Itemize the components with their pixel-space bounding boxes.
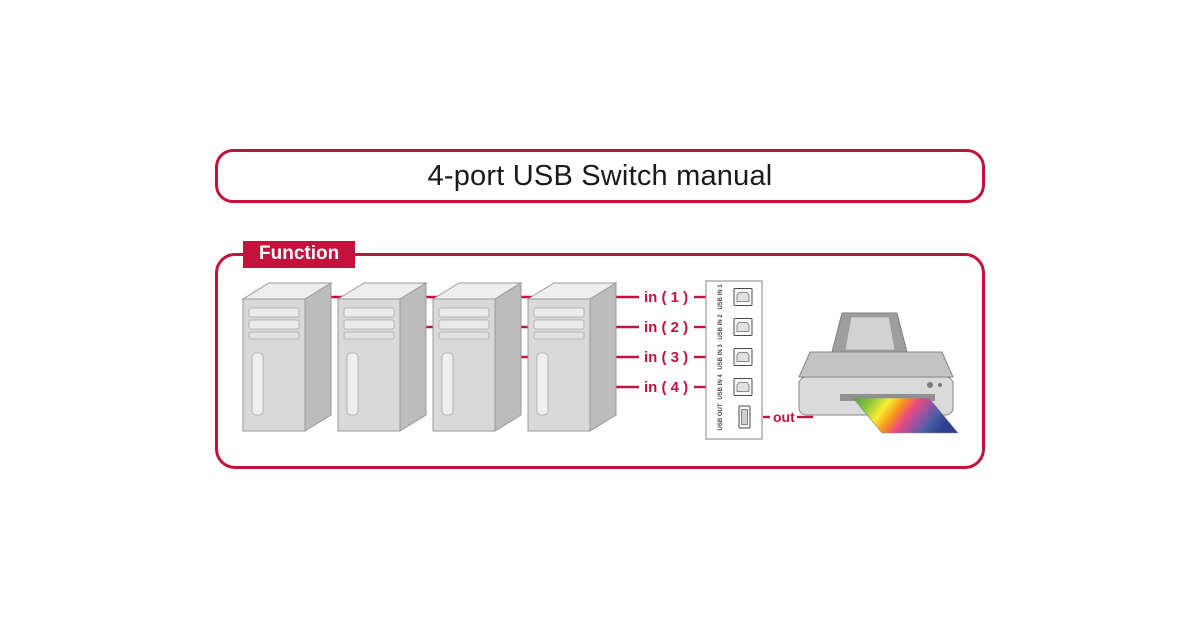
function-label: Function (243, 241, 356, 268)
computer-tower-icon-3 (432, 282, 522, 432)
usb-in-2-port-label: USB IN 2 (718, 314, 724, 340)
page-title: 4-port USB Switch manual (427, 159, 773, 192)
usb-in-4-port-label: USB IN 4 (718, 374, 724, 400)
printer-button2-icon (938, 383, 942, 387)
printer-icon (798, 312, 959, 434)
usb-out-port-icon (738, 405, 751, 429)
usb-in-3-port-icon (733, 348, 753, 366)
printer-button-icon (927, 382, 933, 388)
usb-out-port-label: USB OUT (718, 403, 724, 430)
usb-in-1-port-icon (733, 288, 753, 306)
in-label-1: in ( 1 ) (644, 289, 688, 306)
usb-switch-panel: USB IN 1 USB IN 2 USB IN 3 USB IN 4 (705, 280, 763, 440)
computer-tower-icon-4 (527, 282, 617, 432)
computer-tower-icon-2 (337, 282, 427, 432)
usb-in-3-port-label: USB IN 3 (718, 344, 724, 370)
usb-in-1-port-label: USB IN 1 (718, 284, 724, 310)
in-label-4: in ( 4 ) (644, 379, 688, 396)
in-label-3: in ( 3 ) (644, 349, 688, 366)
computer-tower-icon-1 (242, 282, 332, 432)
printer-output-slot (840, 394, 935, 401)
title-box: 4-port USB Switch manual (215, 149, 985, 203)
usb-in-4-port-icon (733, 378, 753, 396)
usb-in-2-port-icon (733, 318, 753, 336)
rainbow-paper (852, 397, 959, 434)
in-label-2: in ( 2 ) (644, 319, 688, 336)
out-label: out (773, 409, 795, 425)
